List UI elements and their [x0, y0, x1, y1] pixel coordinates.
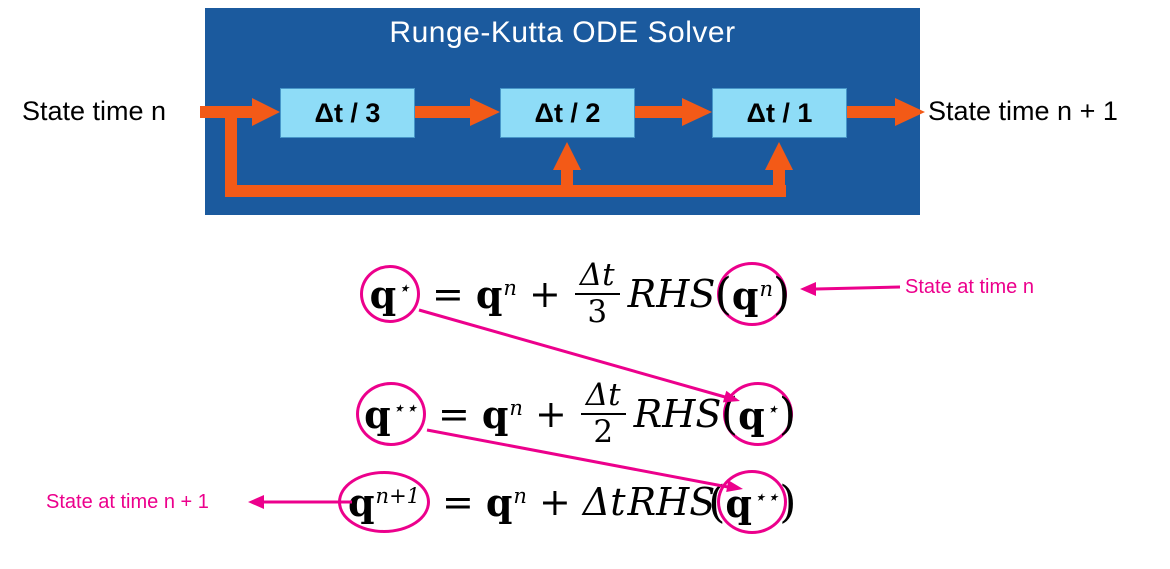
- stage-dt-3: Δt / 3: [280, 88, 415, 138]
- output-state-label: State time n + 1: [928, 96, 1118, 126]
- left-paren: (: [708, 476, 726, 528]
- fraction-numerator: Δt: [574, 259, 620, 295]
- q-double-star-superscript: ⋆⋆: [391, 395, 418, 420]
- plus-sign: +: [534, 392, 567, 436]
- q-symbol: q: [485, 479, 513, 525]
- circle-q-star-argument: (q⋆): [720, 382, 796, 446]
- q-symbol: q: [481, 391, 509, 437]
- right-paren: ): [779, 476, 797, 528]
- plus-sign: +: [528, 272, 561, 316]
- right-paren: ): [778, 388, 796, 440]
- input-state-label: State time n: [22, 96, 167, 126]
- arg-superscript: ⋆⋆: [752, 484, 780, 509]
- equals-sign: =: [438, 392, 470, 436]
- panel-title: Runge-Kutta ODE Solver: [389, 16, 736, 49]
- equation-3: qn+1 = qn + Δt RHS (q⋆⋆): [338, 468, 796, 536]
- circle-q-star: q⋆: [360, 265, 420, 323]
- stage-dt-2: Δt / 2: [500, 88, 635, 138]
- q-symbol: q: [731, 272, 759, 318]
- stage-dt-2-label: Δt / 2: [534, 97, 601, 128]
- stage-dt-1: Δt / 1: [712, 88, 847, 138]
- circle-q-n-argument: (qn): [714, 262, 791, 326]
- q-symbol: q: [369, 271, 397, 317]
- delta-t-coefficient: Δt: [582, 480, 626, 524]
- stage-dt-1-label: Δt / 1: [746, 97, 813, 128]
- q-n-superscript: n: [509, 395, 523, 420]
- equals-sign: =: [442, 480, 474, 524]
- plus-sign: +: [538, 480, 571, 524]
- q-symbol: q: [347, 479, 375, 525]
- left-paren: (: [720, 388, 739, 440]
- arrowhead-state-n: [800, 282, 816, 296]
- equation-1: q⋆ = qn + Δt 3 RHS (qn): [360, 246, 791, 342]
- fraction-numerator: Δt: [580, 379, 626, 415]
- stage-dt-3-label: Δt / 3: [314, 97, 381, 128]
- q-symbol: q: [475, 271, 503, 317]
- q-n-superscript: n: [503, 275, 517, 300]
- rhs-operator: RHS: [627, 480, 716, 524]
- fraction-denominator: 2: [593, 414, 614, 450]
- state-at-time-n-label: State at time n: [905, 276, 1034, 298]
- fraction-dt-over-2: Δt 2: [580, 379, 626, 450]
- circle-q-double-star-argument: (q⋆⋆): [708, 470, 796, 534]
- equals-sign: =: [432, 272, 464, 316]
- state-at-time-n-plus-1-label: State at time n + 1: [46, 491, 209, 513]
- rhs-operator: RHS: [627, 272, 716, 316]
- circle-q-double-star: q⋆⋆: [356, 382, 426, 446]
- arrow-state-n-to-qn: [815, 285, 901, 291]
- q-n-superscript: n: [513, 483, 527, 508]
- q-symbol: q: [725, 480, 752, 526]
- arg-superscript: ⋆: [765, 396, 779, 421]
- q-symbol: q: [364, 391, 391, 437]
- left-paren: (: [714, 268, 732, 320]
- right-paren: ): [773, 268, 791, 320]
- q-star-superscript: ⋆: [397, 275, 411, 300]
- arrowhead-state-n1: [248, 495, 264, 509]
- q-n-plus-1-superscript: n+1: [375, 483, 421, 508]
- rhs-operator: RHS: [633, 392, 722, 436]
- arg-superscript: n: [759, 276, 774, 301]
- fraction-dt-over-3: Δt 3: [574, 259, 620, 330]
- equation-2: q⋆⋆ = qn + Δt 2 RHS (q⋆): [356, 366, 796, 462]
- fraction-denominator: 3: [587, 294, 608, 330]
- circle-q-n-plus-1: qn+1: [338, 471, 430, 533]
- q-symbol: q: [738, 392, 765, 438]
